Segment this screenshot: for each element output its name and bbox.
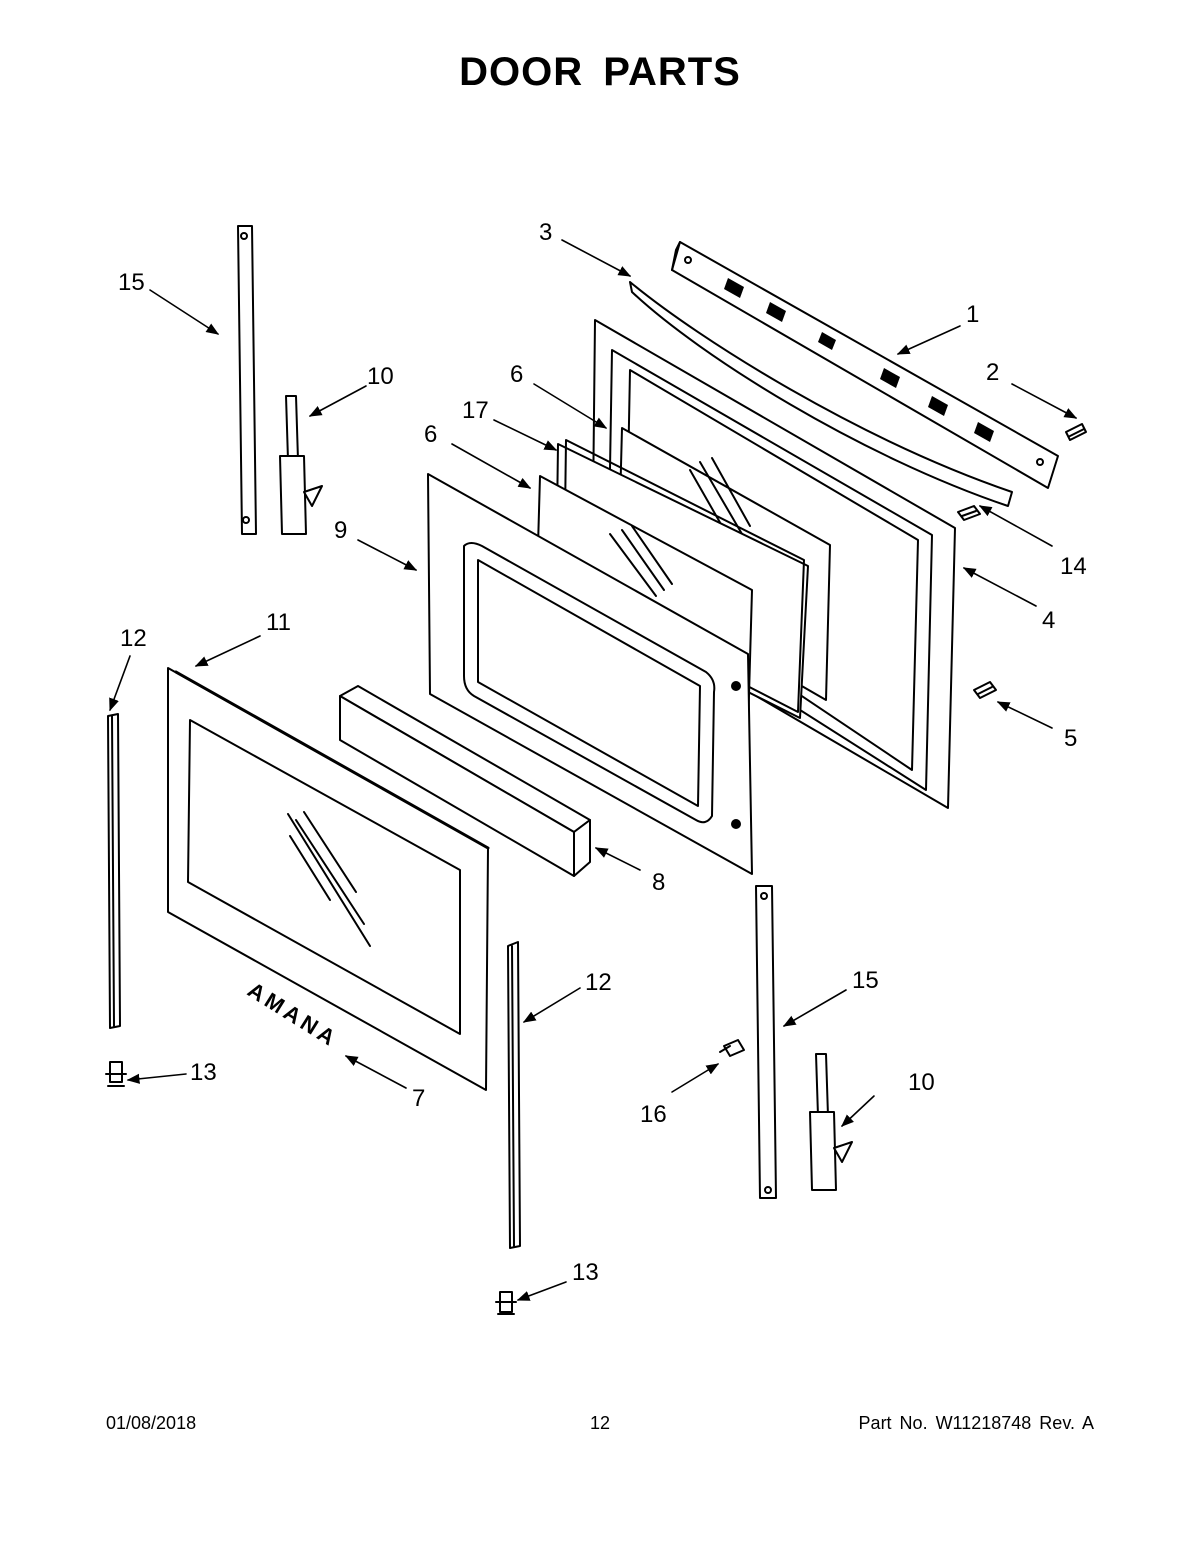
part-8-insulation xyxy=(339,685,591,877)
callout-2: 2 xyxy=(986,359,999,386)
callout-17: 17 xyxy=(462,397,489,424)
callout-6-front-glass: 6 xyxy=(424,421,437,448)
callout-16: 16 xyxy=(640,1101,667,1128)
callout-13-right: 13 xyxy=(572,1259,599,1286)
part-15-hinge-receiver-left xyxy=(237,225,257,535)
part-11-outer-door-glass xyxy=(167,667,490,1091)
part-12-side-trim-right xyxy=(507,941,521,1249)
part-16-screw xyxy=(719,1039,745,1057)
callout-14: 14 xyxy=(1060,553,1087,580)
part-5-screw xyxy=(973,681,997,699)
callout-11: 11 xyxy=(266,609,291,636)
leader-arrows xyxy=(109,239,1078,1301)
callout-9: 9 xyxy=(334,517,347,544)
callout-12-right: 12 xyxy=(585,969,612,996)
footer-page-number: 12 xyxy=(589,1413,611,1433)
part-3-trim-strip xyxy=(629,281,1013,507)
callout-3: 3 xyxy=(539,219,552,246)
part-10-hinge-left xyxy=(279,395,323,535)
callout-10-right: 10 xyxy=(908,1069,935,1096)
part-10-hinge-right xyxy=(809,1053,853,1191)
part-13-screw-left xyxy=(105,1061,127,1087)
callout-10-left: 10 xyxy=(367,363,394,390)
callout-15-right: 15 xyxy=(852,967,879,994)
part-1-vent-trim xyxy=(671,241,1059,489)
callout-labels: 1 2 3 4 5 6 6 7 8 9 10 10 11 12 12 13 13… xyxy=(118,219,1087,1286)
callout-6-back-glass: 6 xyxy=(510,361,523,388)
part-2-screw xyxy=(1065,423,1087,441)
part-14-screw xyxy=(957,505,981,521)
callout-7: 7 xyxy=(412,1085,425,1112)
callout-4: 4 xyxy=(1042,607,1055,634)
callout-13-left: 13 xyxy=(190,1059,217,1086)
footer-part-number: Part No. W11218748 Rev. A xyxy=(858,1413,1094,1433)
callout-8: 8 xyxy=(652,869,665,896)
page-title: DOOR PARTS xyxy=(459,50,741,94)
part-15-hinge-receiver-right xyxy=(755,885,777,1199)
part-12-side-trim-left xyxy=(107,713,121,1029)
callout-1: 1 xyxy=(966,301,979,328)
footer-date: 01/08/2018 xyxy=(106,1413,197,1433)
part-13-screw-right xyxy=(495,1291,517,1315)
callout-5: 5 xyxy=(1064,725,1077,752)
part-9-inner-door-liner xyxy=(427,473,753,875)
callout-12-left: 12 xyxy=(120,625,147,652)
callout-15-left: 15 xyxy=(118,269,145,296)
